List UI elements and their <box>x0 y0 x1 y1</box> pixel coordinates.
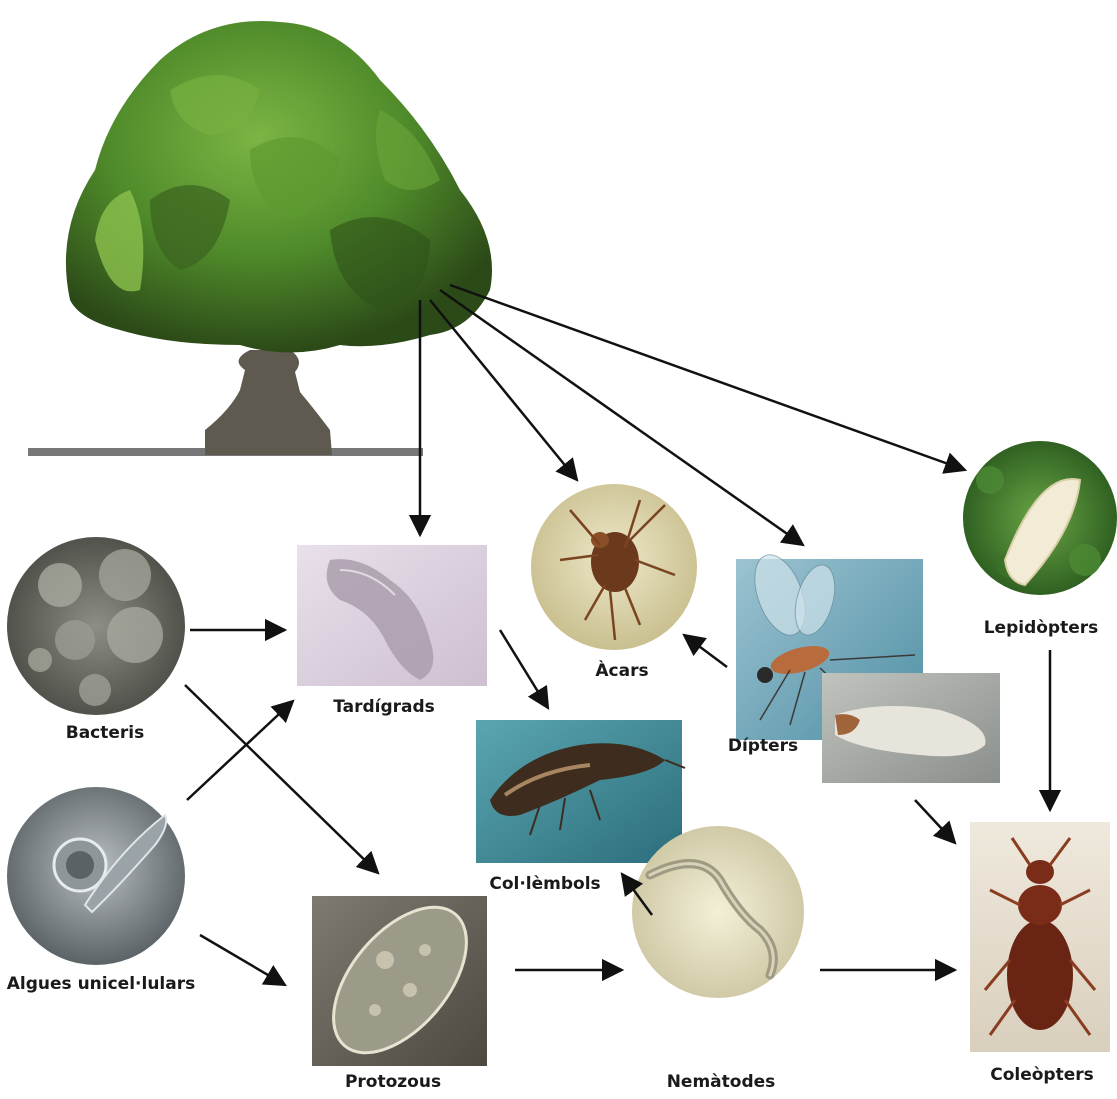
arrow-dipters-to-acars <box>684 635 727 667</box>
springtails-image <box>476 720 685 863</box>
arrow-tardigrads-to-colembols <box>500 630 548 708</box>
arrow-algues-to-protozous <box>200 935 285 985</box>
unicellular-algae-image <box>7 787 185 965</box>
label-coleopters: Coleòpters <box>990 1065 1094 1085</box>
label-acars: Àcars <box>595 659 648 681</box>
label-colembols: Col·lèmbols <box>489 874 600 894</box>
label-algues: Algues unicel·lulars <box>7 974 195 994</box>
label-nematodes: Nemàtodes <box>667 1072 776 1092</box>
tardigrades-image <box>297 545 487 686</box>
label-tardigrads: Tardígrads <box>333 697 435 717</box>
diptera-larva-image <box>822 673 1000 783</box>
moss-fountain-image <box>28 21 492 456</box>
arrow-dipters-to-coleopters <box>915 800 955 843</box>
nematodes-image <box>632 826 804 998</box>
label-protozous: Protozous <box>345 1072 441 1092</box>
arrow-algues-to-tardigrads <box>187 701 293 800</box>
coleoptera-image <box>970 822 1110 1052</box>
bacteria-image <box>7 537 185 715</box>
arrow-moss-to-lepidopters <box>450 285 965 470</box>
label-dipters: Dípters <box>728 736 798 756</box>
label-bacteris: Bacteris <box>66 723 145 743</box>
arrow-moss-to-acars <box>430 300 577 480</box>
mites-image <box>531 484 697 650</box>
lepidoptera-image <box>963 441 1117 595</box>
protozoa-image <box>308 883 492 1076</box>
label-lepidopters: Lepidòpters <box>984 618 1099 638</box>
